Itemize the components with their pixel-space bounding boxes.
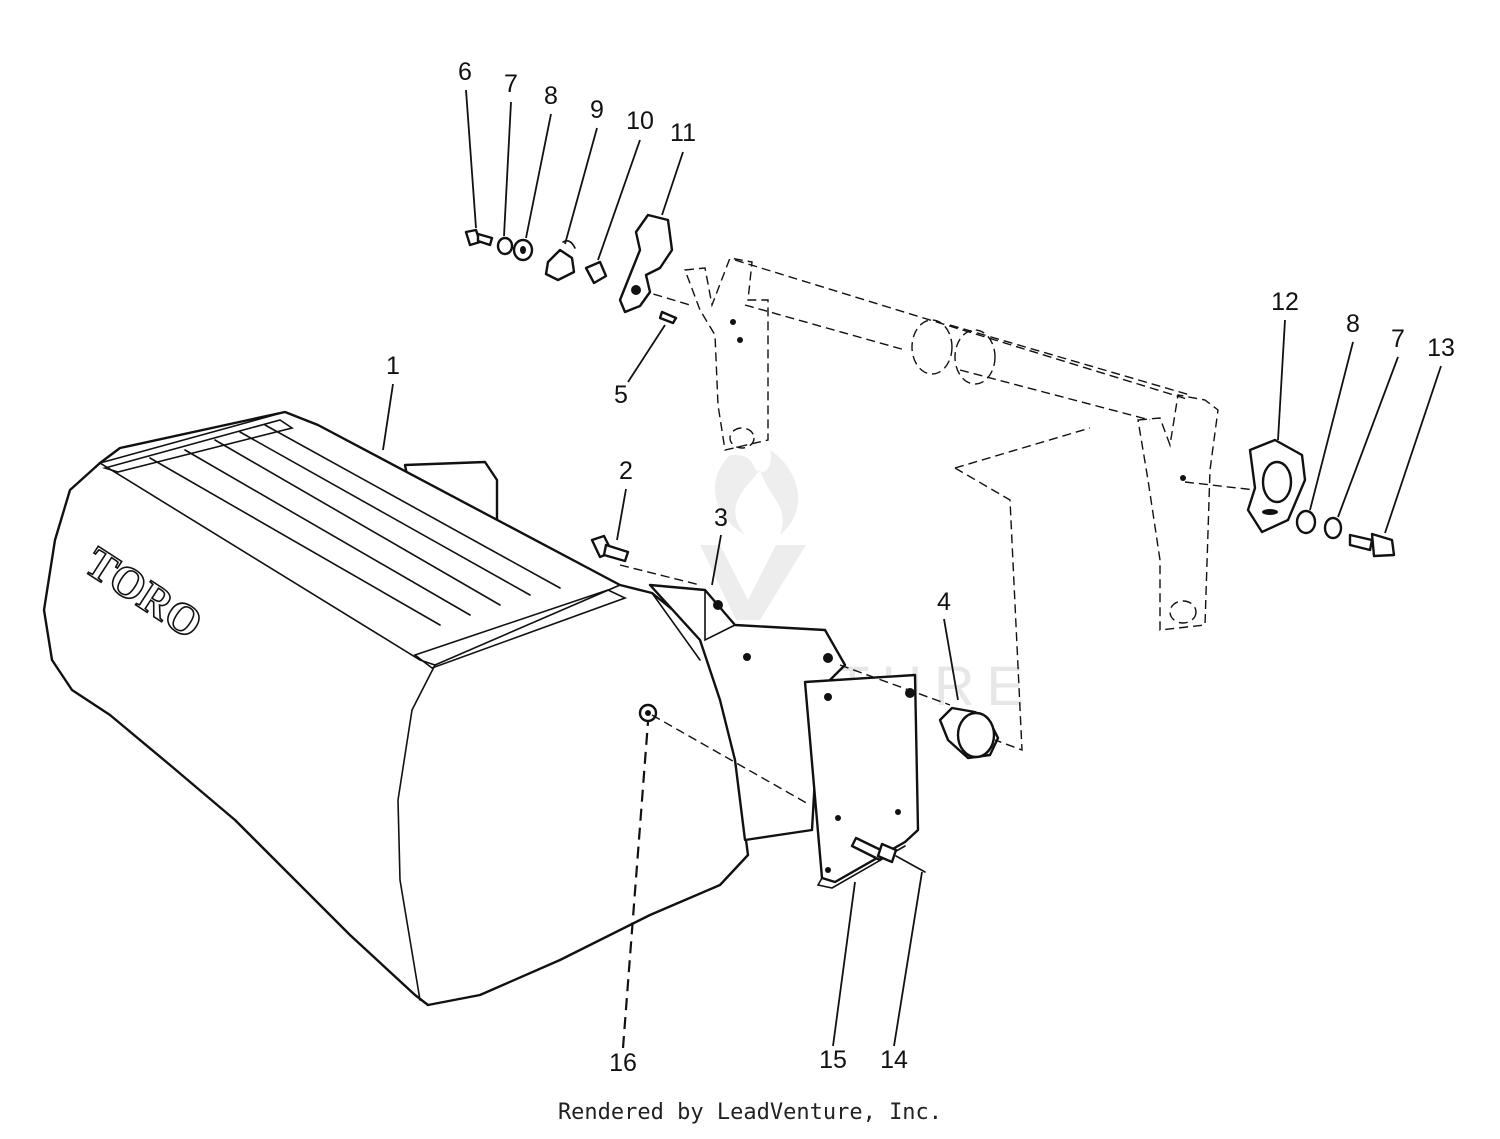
clevis-pin [850, 836, 926, 873]
callout-10: 10 [626, 107, 654, 135]
bumper [938, 706, 1000, 760]
leader-lines [382, 89, 1442, 1049]
callout-5: 5 [614, 381, 628, 409]
callout-3: 3 [714, 504, 728, 532]
callout-14: 14 [880, 1046, 908, 1074]
right-hardware [1246, 438, 1396, 558]
grass-catcher-bag: TORO [42, 410, 750, 1007]
backing-plate [803, 673, 920, 889]
nut-16 [638, 703, 658, 723]
left-hardware [464, 213, 678, 325]
callout-1: 1 [386, 352, 400, 380]
callout-15: 15 [819, 1046, 847, 1074]
callout-11: 11 [670, 119, 696, 147]
callout-13: 13 [1427, 334, 1455, 362]
callout-8b: 8 [1346, 310, 1360, 338]
footer-credit: Rendered by LeadVenture, Inc. [557, 1100, 943, 1125]
callout-7a: 7 [504, 70, 518, 98]
callout-2: 2 [619, 457, 633, 485]
callout-4: 4 [937, 588, 951, 616]
callout-16: 16 [609, 1049, 637, 1077]
callout-7b: 7 [1391, 325, 1405, 353]
callout-8a: 8 [544, 82, 558, 110]
callout-6: 6 [458, 58, 472, 86]
callout-12: 12 [1271, 288, 1299, 316]
bolt-2 [590, 534, 630, 563]
callout-9: 9 [590, 96, 604, 124]
callouts: 1 2 3 4 5 6 7 8 9 10 11 12 8 7 13 14 15 … [386, 58, 1455, 1077]
